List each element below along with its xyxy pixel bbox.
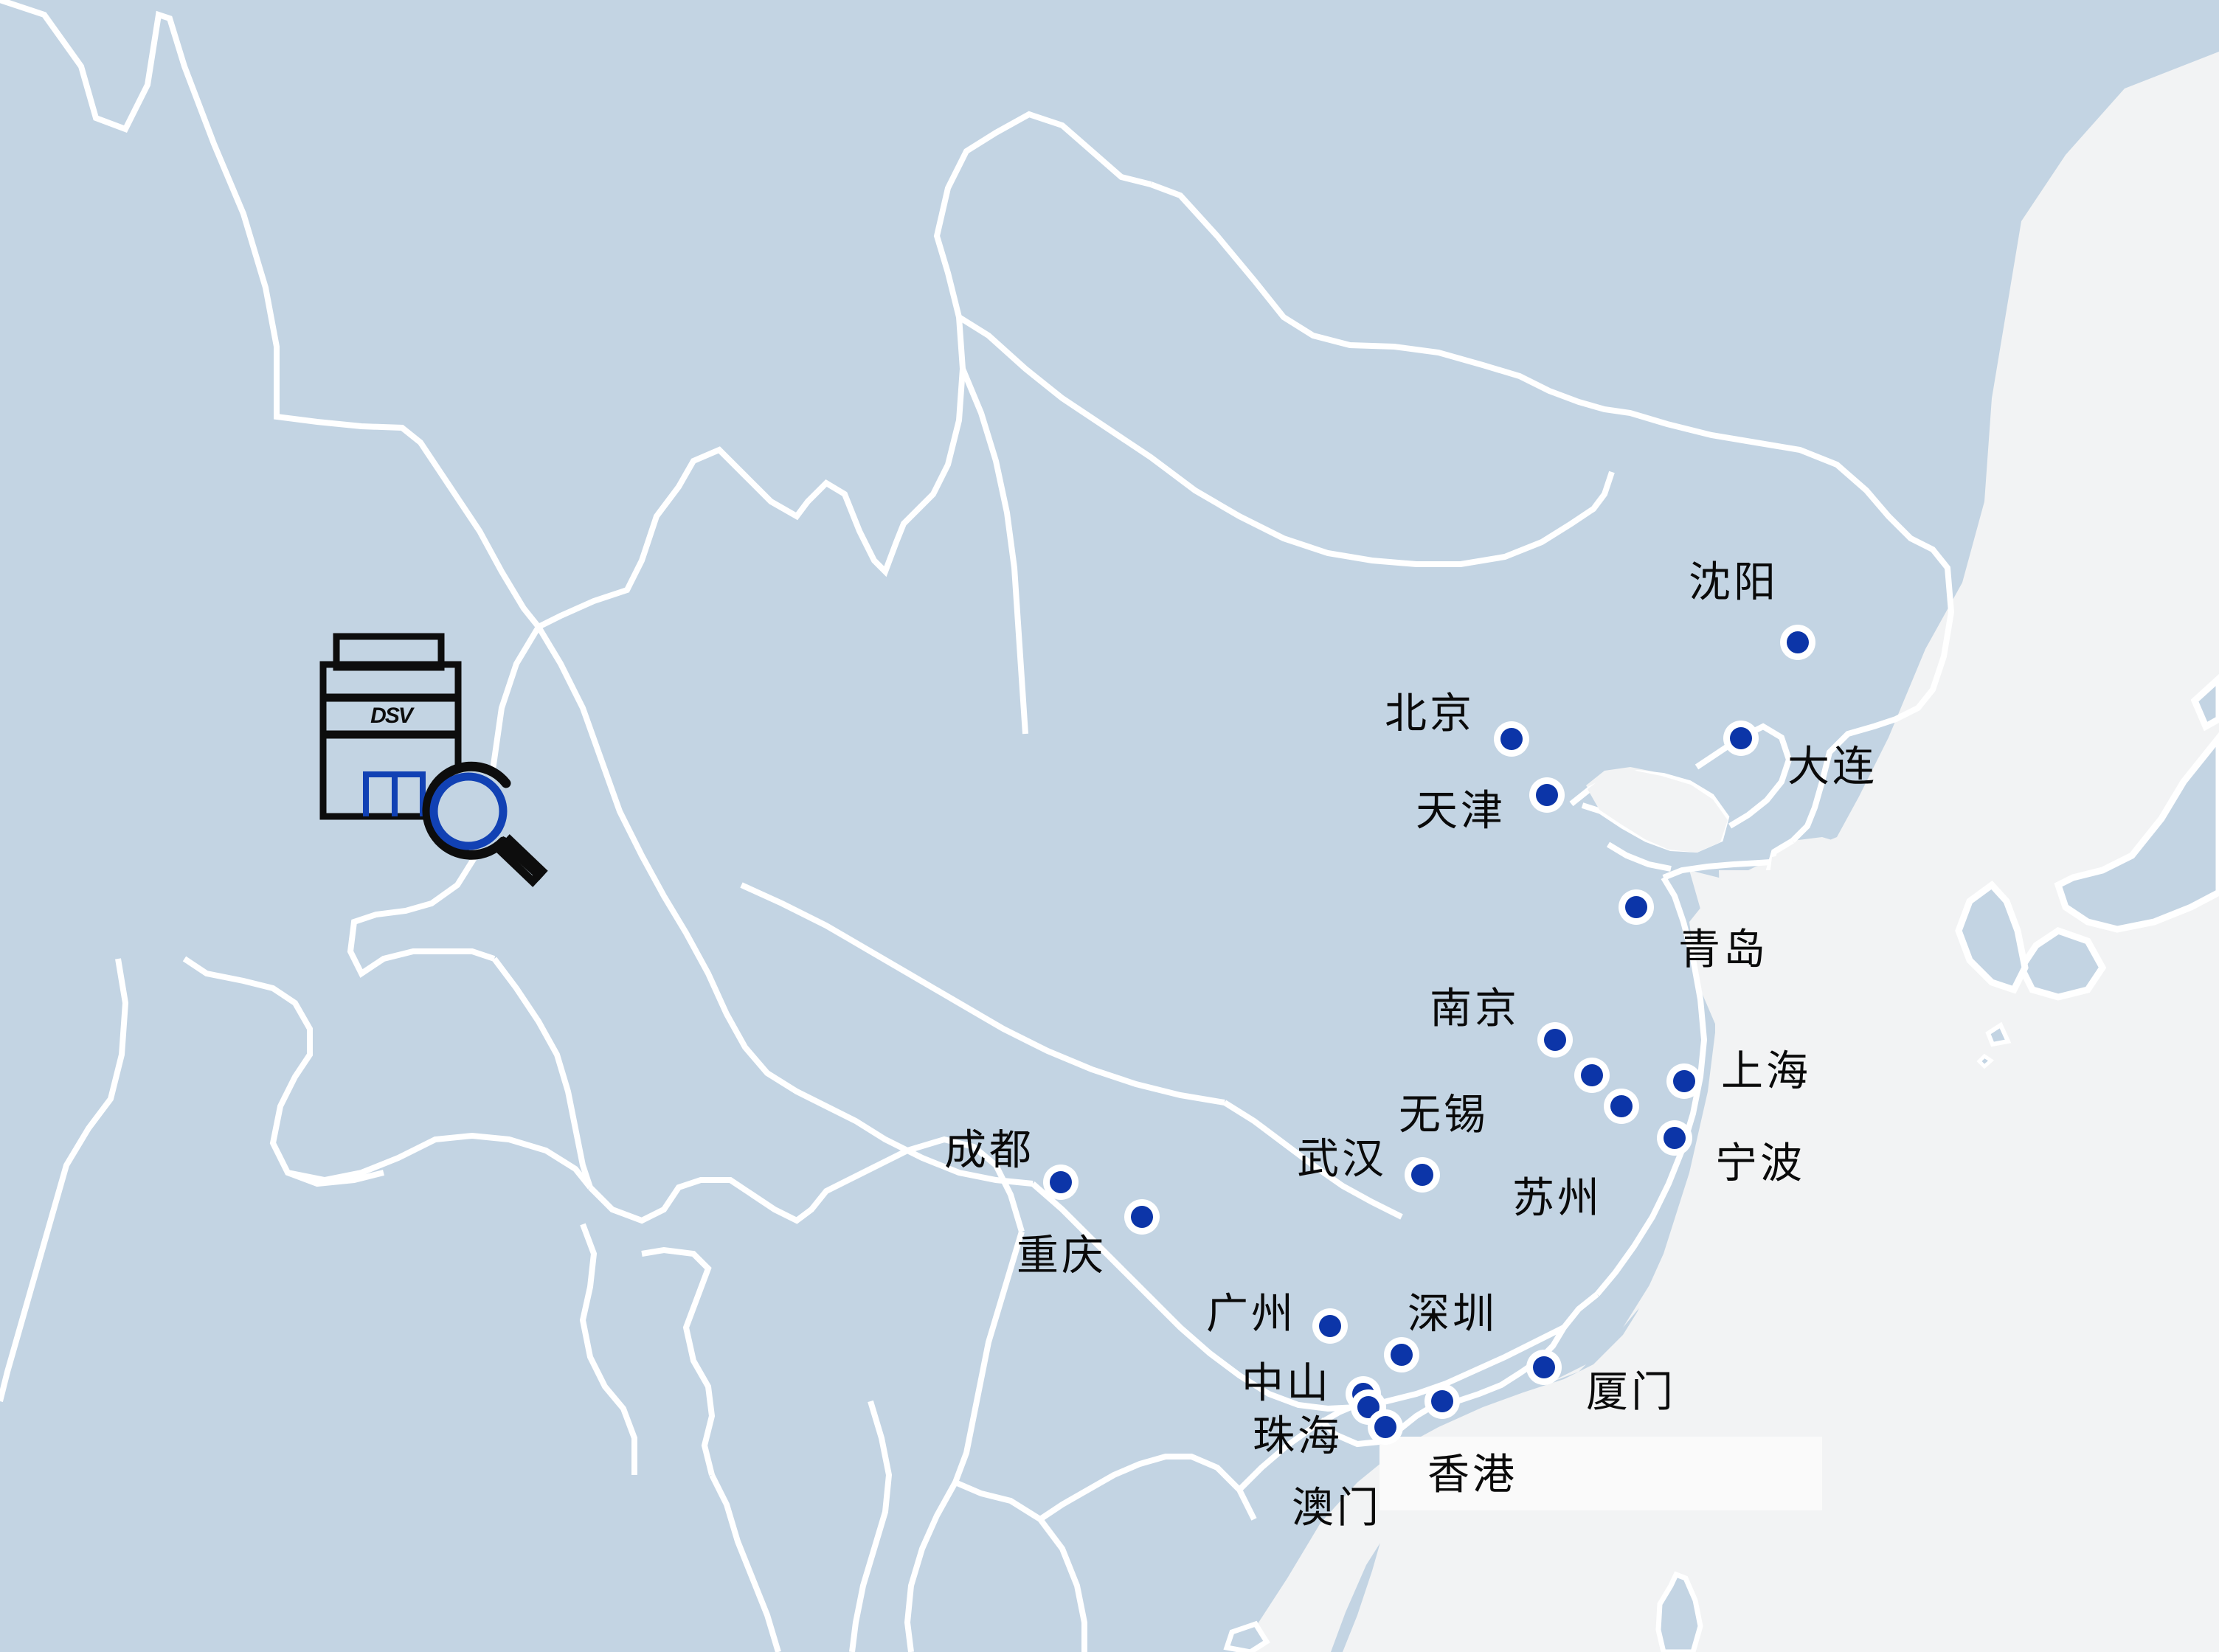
city-marker[interactable]	[1357, 1396, 1379, 1418]
city-marker[interactable]	[1581, 1064, 1603, 1086]
dsv-wordmark: DSV	[370, 704, 415, 728]
japan-islands-top	[1955, 673, 2219, 1001]
city-marker[interactable]	[1374, 1416, 1396, 1438]
city-marker[interactable]	[1131, 1206, 1153, 1228]
political-borders	[0, 0, 1955, 1652]
city-marker[interactable]	[1610, 1095, 1633, 1117]
city-label: 大连	[1787, 742, 1877, 791]
sea-mask-korea	[1768, 841, 1949, 1189]
city-label: 青岛	[1678, 925, 1768, 974]
city-label: 澳门	[1292, 1483, 1382, 1533]
sea-mask-bohai	[1588, 770, 1728, 853]
warehouse-doors-blue	[363, 771, 426, 816]
city-marker[interactable]	[1536, 784, 1558, 806]
city-marker[interactable]	[1319, 1315, 1341, 1337]
city-marker[interactable]	[1411, 1164, 1433, 1186]
city-label: 珠海	[1253, 1412, 1343, 1461]
city-marker[interactable]	[1664, 1127, 1686, 1149]
label-backdrop-patch	[1379, 1437, 1822, 1510]
japan-islet-a	[1985, 1021, 2012, 1047]
warehouse-magnifier-icon: DSV	[317, 631, 561, 933]
city-label: 香港	[1427, 1450, 1517, 1499]
city-marker[interactable]	[1391, 1344, 1413, 1366]
city-label: 沈阳	[1689, 558, 1779, 607]
city-marker[interactable]	[1625, 896, 1647, 918]
city-marker[interactable]	[1431, 1390, 1453, 1412]
city-label: 苏州	[1512, 1173, 1602, 1223]
yellow-sea	[1520, 870, 1785, 1394]
city-label: 武汉	[1297, 1134, 1387, 1184]
taiwan-island-top	[1655, 1571, 1703, 1652]
city-label: 深圳	[1408, 1289, 1498, 1339]
city-label: 广州	[1206, 1289, 1296, 1339]
city-marker[interactable]	[1050, 1171, 1072, 1193]
city-label: 重庆	[1017, 1231, 1107, 1280]
magnifier-outer-ring	[422, 761, 511, 860]
city-label: 南京	[1430, 984, 1520, 1033]
city-marker[interactable]	[1730, 727, 1752, 749]
japan-islet-b	[1976, 1053, 1995, 1069]
city-label: 天津	[1416, 786, 1506, 836]
city-marker[interactable]	[1673, 1070, 1695, 1092]
city-label: 中山	[1242, 1358, 1332, 1408]
magnifier-handle	[496, 836, 546, 881]
hainan-island-top	[1223, 1620, 1270, 1652]
city-label: 厦门	[1586, 1367, 1676, 1417]
magnifier-handle-outline	[494, 834, 548, 887]
magnifier-lens-ring	[429, 772, 508, 850]
city-marker[interactable]	[1533, 1356, 1555, 1378]
sea-mask-south	[1247, 1361, 1627, 1652]
city-label: 无锡	[1399, 1090, 1489, 1139]
city-marker[interactable]	[1544, 1029, 1566, 1051]
city-label: 上海	[1721, 1047, 1811, 1096]
city-marker[interactable]	[1500, 728, 1523, 750]
city-label: 成都	[944, 1125, 1034, 1175]
city-label: 北京	[1385, 689, 1475, 738]
city-label: 宁波	[1715, 1139, 1805, 1188]
city-marker[interactable]	[1787, 631, 1809, 653]
